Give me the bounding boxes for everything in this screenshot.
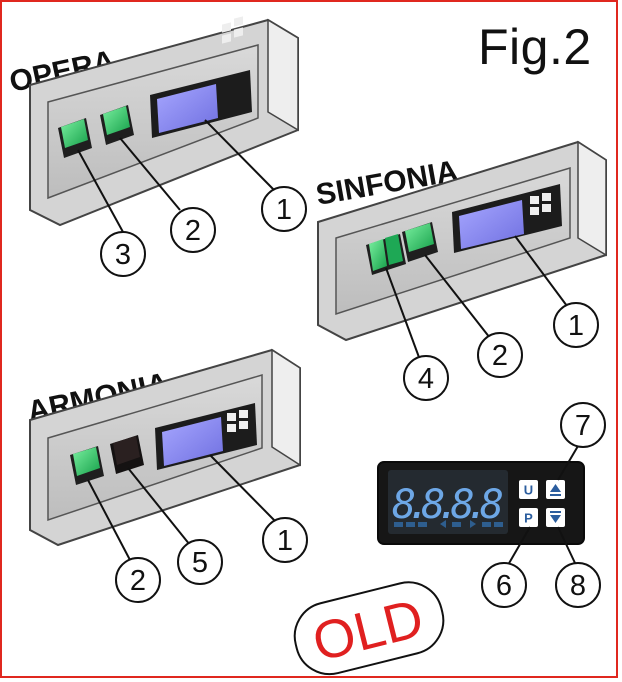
armonia-callout-5: 5	[177, 539, 223, 585]
armonia-switch-2	[70, 446, 104, 485]
armonia-callout-2: 2	[115, 557, 161, 603]
svg-text:U: U	[524, 483, 533, 498]
sinfonia-callout-4: 4	[403, 355, 449, 401]
old-stamp: OLD	[293, 581, 445, 676]
sinfonia-callout-1: 1	[553, 302, 599, 348]
svg-text:1: 1	[277, 525, 293, 557]
svg-text:2: 2	[130, 565, 146, 597]
svg-text:3: 3	[115, 239, 131, 271]
opera-callout-2: 2	[170, 207, 216, 253]
svg-text:6: 6	[496, 570, 512, 602]
controller-callout-6: 6	[481, 562, 527, 608]
svg-text:4: 4	[418, 363, 434, 395]
panel-armonia: ARMONIA 2 5	[25, 348, 308, 603]
svg-text:7: 7	[575, 410, 591, 442]
opera-switch-2	[100, 105, 134, 145]
sinfonia-switch-4	[366, 234, 406, 275]
svg-text:P: P	[524, 511, 533, 526]
armonia-switch-5	[110, 435, 144, 474]
panel-sinfonia: SINFONIA 4 2	[313, 140, 607, 401]
svg-text:1: 1	[568, 310, 584, 342]
panel-opera: OPERA 3	[7, 16, 307, 277]
figure-title: Fig.2	[478, 19, 592, 75]
svg-text:2: 2	[492, 340, 508, 372]
controller-key-p[interactable]: P	[519, 508, 538, 527]
controller-indicator-row	[394, 520, 503, 528]
armonia-callout-1: 1	[262, 517, 308, 563]
svg-text:1: 1	[276, 194, 292, 226]
svg-text:5: 5	[192, 547, 208, 579]
svg-text:2: 2	[185, 215, 201, 247]
svg-text:OLD: OLD	[307, 588, 429, 673]
armonia-controller	[155, 403, 257, 470]
controller-callout-8: 8	[555, 562, 601, 608]
controller-key-down-arrow-icon[interactable]	[546, 508, 565, 527]
opera-callout-3: 3	[100, 231, 146, 277]
controller-closeup: 8.8.8.8 U P	[377, 402, 606, 608]
sinfonia-controller	[452, 184, 562, 253]
opera-controller	[150, 16, 252, 138]
opera-callout-1: 1	[261, 186, 307, 232]
sinfonia-switch-2	[402, 222, 438, 262]
sinfonia-callout-2: 2	[477, 332, 523, 378]
controller-key-up-arrow-icon[interactable]	[546, 480, 565, 499]
controller-key-u[interactable]: U	[519, 480, 538, 499]
svg-text:8: 8	[570, 570, 586, 602]
opera-switch-3	[58, 118, 92, 158]
controller-callout-7: 7	[560, 402, 606, 448]
controller-display: 8.8.8.8	[392, 482, 504, 528]
